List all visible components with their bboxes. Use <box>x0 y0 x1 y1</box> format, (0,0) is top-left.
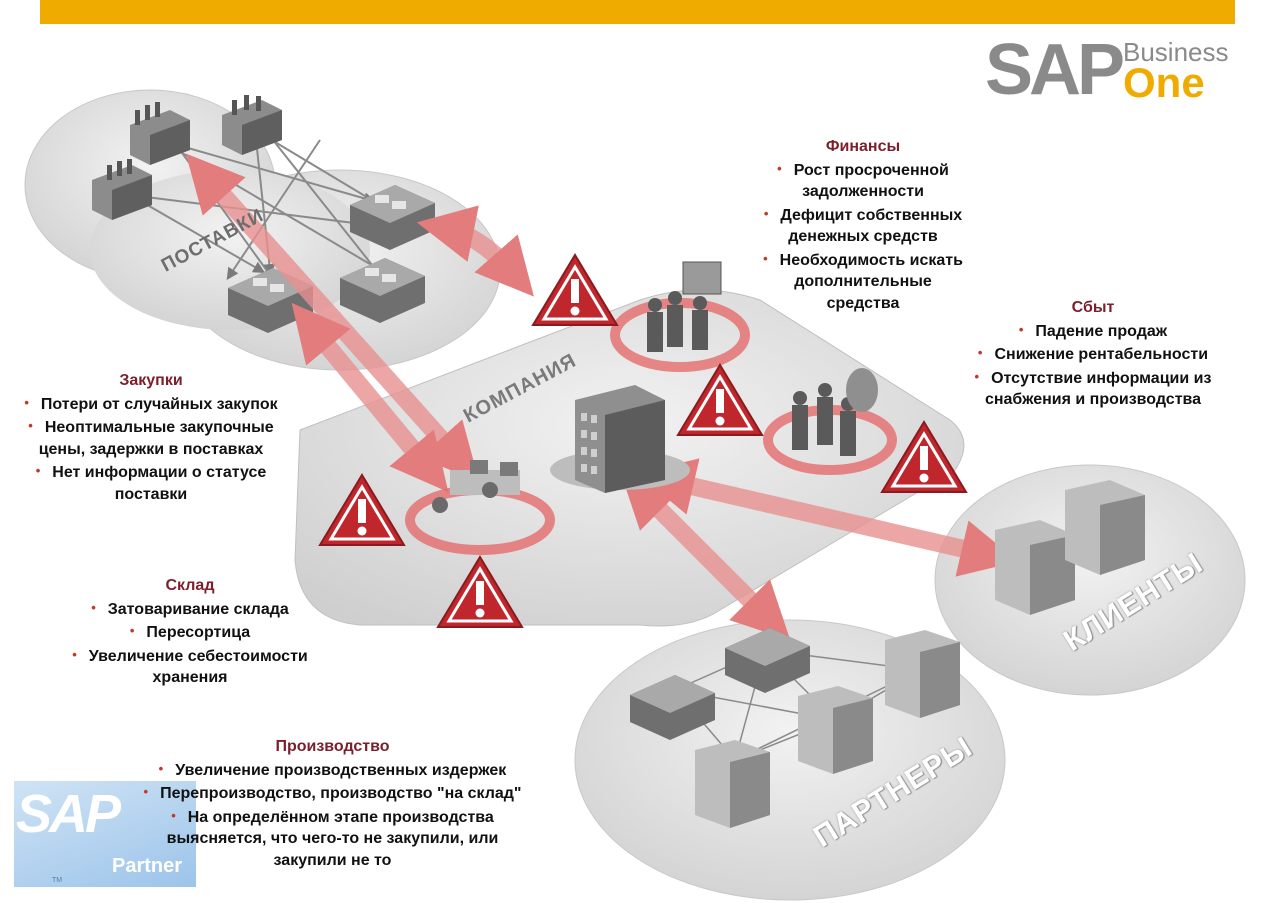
sales-people <box>792 368 878 456</box>
partner-logo-partner-text: Partner <box>112 855 183 877</box>
partners-buildings <box>630 628 960 828</box>
warehouse-item: •Пересортица <box>129 623 251 641</box>
production-item: закупили не то <box>273 851 392 869</box>
sap-business-one-logo: SAP Business One <box>985 34 1245 114</box>
finance-item: задолженности <box>802 183 924 200</box>
logo-sap-text: SAP <box>985 30 1125 110</box>
production-item: •Перепроизводство, производство "на скла… <box>143 784 522 802</box>
sales-item: снабжения и производства <box>984 391 1202 408</box>
purchasing-title: Закупки <box>119 372 183 389</box>
finance-item: •Рост просроченной <box>777 160 949 179</box>
finance-title: Финансы <box>825 138 901 155</box>
office-desks <box>432 460 520 513</box>
sales-title: Сбыт <box>1071 299 1115 316</box>
logo-one-text: One <box>1123 59 1205 106</box>
sales-item: •Отсутствие информации из <box>974 368 1212 387</box>
purchasing-item: •Потери от случайных закупок <box>24 394 278 413</box>
warehouse-block: Склад •Затоваривание склада •Пересортица… <box>50 575 330 689</box>
finance-item: •Дефицит собственных <box>763 205 963 224</box>
warehouse-title: Склад <box>165 577 215 594</box>
purchasing-block: Закупки •Потери от случайных закупок •Не… <box>0 370 302 505</box>
finance-block: Финансы •Рост просроченной задолженности… <box>738 136 988 314</box>
finance-item: денежных средств <box>788 228 938 245</box>
warehouse-item: •Затоваривание склада <box>91 599 289 618</box>
sales-item: •Снижение рентабельности <box>977 345 1209 363</box>
partner-logo-background <box>14 781 196 887</box>
flow-arrows <box>185 153 1019 641</box>
company-building <box>550 385 690 493</box>
partner-logo-sap-text: SAP <box>16 784 121 844</box>
warehouse-item: хранения <box>152 669 228 686</box>
top-accent-bar <box>40 0 1235 24</box>
finance-item: средства <box>826 294 900 312</box>
production-item: •Увеличение производственных издержек <box>158 760 507 779</box>
purchasing-item: поставки <box>114 485 188 503</box>
sales-item: •Падение продаж <box>1018 321 1168 340</box>
finance-item: дополнительные <box>794 273 932 290</box>
production-item: •На определённом этапе производства <box>171 807 494 826</box>
production-block: Производство •Увеличение производственны… <box>110 736 555 871</box>
partner-logo-tm: TM <box>52 877 63 884</box>
logo-business-text: Business <box>1123 37 1229 67</box>
sap-partner-logo: SAP Partner TM <box>14 781 196 887</box>
warning-icons <box>318 253 968 628</box>
warning-icon <box>531 253 619 326</box>
purchasing-item: цены, задержки в поставках <box>38 440 264 458</box>
warning-icon <box>880 420 968 493</box>
warning-icon <box>436 555 524 628</box>
finance-item: •Необходимость искать <box>763 250 963 269</box>
finance-people <box>647 261 722 352</box>
sales-block: Сбыт •Падение продаж •Снижение рентабель… <box>948 297 1238 411</box>
warehouse-item: •Увеличение себестоимости <box>72 646 308 665</box>
purchasing-item: •Нет информации о статусе <box>35 463 267 481</box>
clients-buildings <box>995 480 1145 615</box>
factory-buildings <box>92 95 282 220</box>
warning-icon <box>318 473 406 546</box>
purchasing-item: •Неоптимальные закупочные <box>28 418 274 436</box>
production-item: выясняется, что чего-то не закупили, или <box>166 830 499 847</box>
warning-icon <box>676 363 764 436</box>
production-title: Производство <box>275 738 390 755</box>
